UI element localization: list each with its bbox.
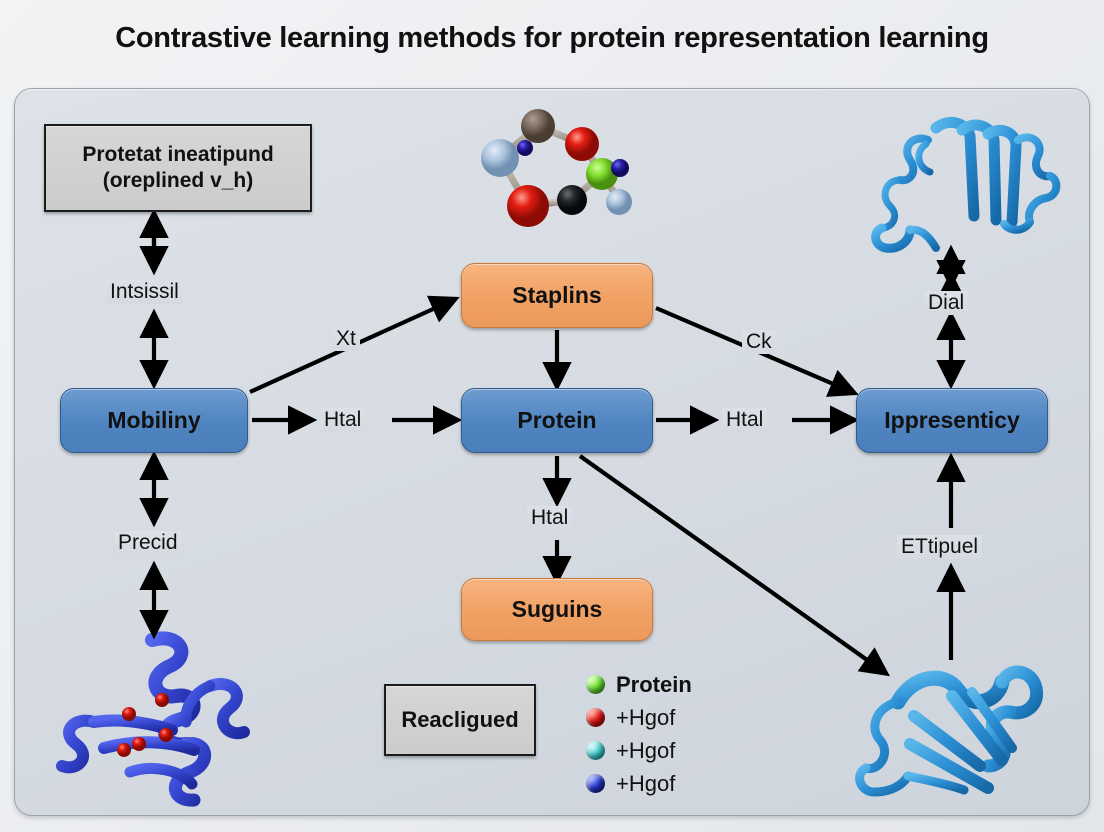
legend: Protein +Hgof +Hgof +Hgof <box>586 668 692 800</box>
edge-label-dial: Dial <box>924 291 969 315</box>
sphere-red-icon <box>586 708 605 727</box>
edge-label-ck: Ck <box>742 330 776 354</box>
protein-helix-with-ligands-graphic <box>56 631 250 807</box>
node-input-line2: (oreplined v_h) <box>102 169 254 192</box>
legend-item: Protein <box>586 668 692 701</box>
page-title: Contrastive learning methods for protein… <box>115 22 989 54</box>
node-ippresenticy-label: Ippresenticy <box>884 407 1020 433</box>
edge-label-htal-down: Htal <box>527 506 573 530</box>
legend-item: +Hgof <box>586 734 692 767</box>
legend-label: +Hgof <box>616 770 676 796</box>
protein-ribbon-structure-graphic <box>855 665 1044 797</box>
edge-label-htal-left: Htal <box>320 408 366 432</box>
edge-label-intsissil: Intsissil <box>106 280 183 304</box>
node-mobiliny-label: Mobiliny <box>107 407 201 433</box>
node-input-line1: Protetat ineatipund <box>82 143 274 167</box>
node-staplins[interactable]: Staplins <box>461 263 653 328</box>
sphere-blue-icon <box>586 774 605 793</box>
node-input-box[interactable]: Protetat ineatipund (oreplined v_h) <box>44 124 312 212</box>
node-suguins[interactable]: Suguins <box>461 578 653 641</box>
legend-label: +Hgof <box>616 737 676 763</box>
legend-item: +Hgof <box>586 767 692 800</box>
node-mobiliny[interactable]: Mobiliny <box>60 388 248 453</box>
node-suguins-label: Suguins <box>511 596 603 622</box>
node-ippresenticy[interactable]: Ippresenticy <box>856 388 1048 453</box>
legend-label: +Hgof <box>616 704 676 730</box>
sphere-green-icon <box>586 675 605 694</box>
node-staplins-label: Staplins <box>512 282 602 308</box>
node-protein-label: Protein <box>517 407 597 433</box>
edge-label-ettipuel: ETtipuel <box>897 535 983 559</box>
protein-ribbon-structure-graphic <box>871 116 1061 253</box>
node-protein[interactable]: Protein <box>461 388 653 453</box>
node-reacligued-label: Reacligued <box>401 706 519 732</box>
edge-label-precid: Precid <box>114 531 182 555</box>
node-reacligued[interactable]: Reacligued <box>384 684 536 756</box>
edge-label-xt: Xt <box>332 327 360 351</box>
edge-label-htal-right: Htal <box>722 408 768 432</box>
legend-item: +Hgof <box>586 701 692 734</box>
sphere-cyan-icon <box>586 741 605 760</box>
ball-and-stick-molecule-graphic <box>481 109 632 227</box>
legend-label: Protein <box>616 671 692 697</box>
